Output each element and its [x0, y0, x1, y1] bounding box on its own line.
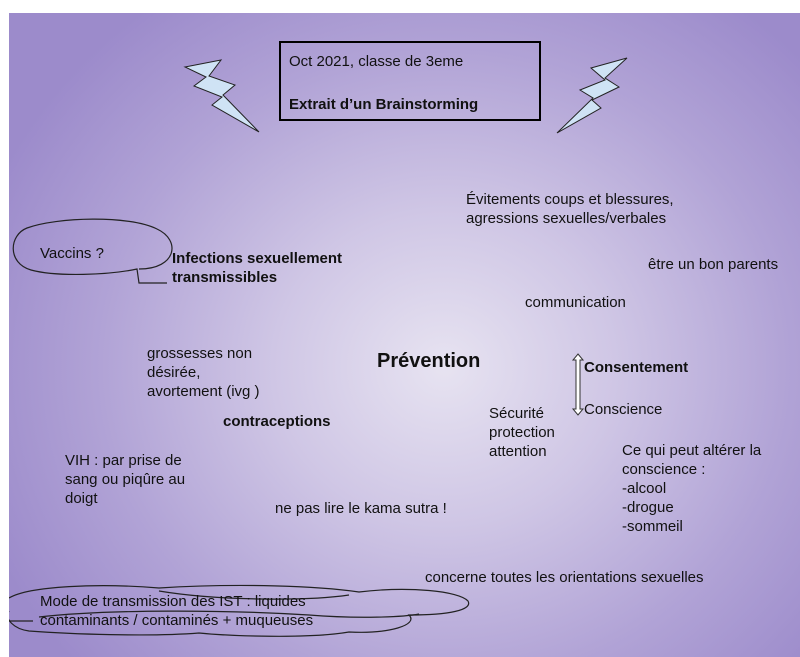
- idea-violence: Évitements coups et blessures, agression…: [466, 191, 674, 227]
- speech-bubble: [12, 218, 173, 284]
- idea-consentement: Consentement: [584, 359, 689, 376]
- idea-grossesses: grossesses non désirée, avortement (ivg …: [147, 345, 260, 400]
- idea-securite: Sécurité protection attention: [489, 405, 555, 460]
- decorations: [9, 57, 628, 637]
- idea-vaccins: Vaccins ?: [40, 245, 104, 262]
- lightning-icon: [183, 59, 260, 133]
- idea-kama: ne pas lire le kama sutra !: [275, 500, 447, 517]
- idea-ist: Infections sexuellement transmissibles: [172, 250, 343, 286]
- idea-vih: VIH : par prise de sang ou piqûre au doi…: [65, 452, 186, 507]
- idea-orientations: concerne toutes les orientations sexuell…: [425, 569, 704, 586]
- idea-alterer: Ce qui peut altérer la conscience : -alc…: [622, 442, 762, 535]
- idea-parents: être un bon parents: [648, 256, 779, 273]
- slide-canvas: Oct 2021, classe de 3eme Extrait d’un Br…: [9, 13, 800, 657]
- header-date: Oct 2021, classe de 3eme: [289, 53, 464, 70]
- lightning-icon: [556, 57, 628, 134]
- central-topic: Prévention: [377, 350, 481, 372]
- idea-communication: communication: [525, 294, 626, 311]
- header-title: Extrait d’un Brainstorming: [289, 96, 479, 113]
- idea-contraceptions: contraceptions: [223, 413, 331, 430]
- idea-transmission: Mode de transmission des IST : liquides …: [40, 593, 314, 629]
- title-box: [279, 41, 541, 121]
- cloud-shape: [9, 584, 470, 637]
- double-arrow-icon: [571, 353, 585, 416]
- idea-conscience: Conscience: [584, 401, 663, 418]
